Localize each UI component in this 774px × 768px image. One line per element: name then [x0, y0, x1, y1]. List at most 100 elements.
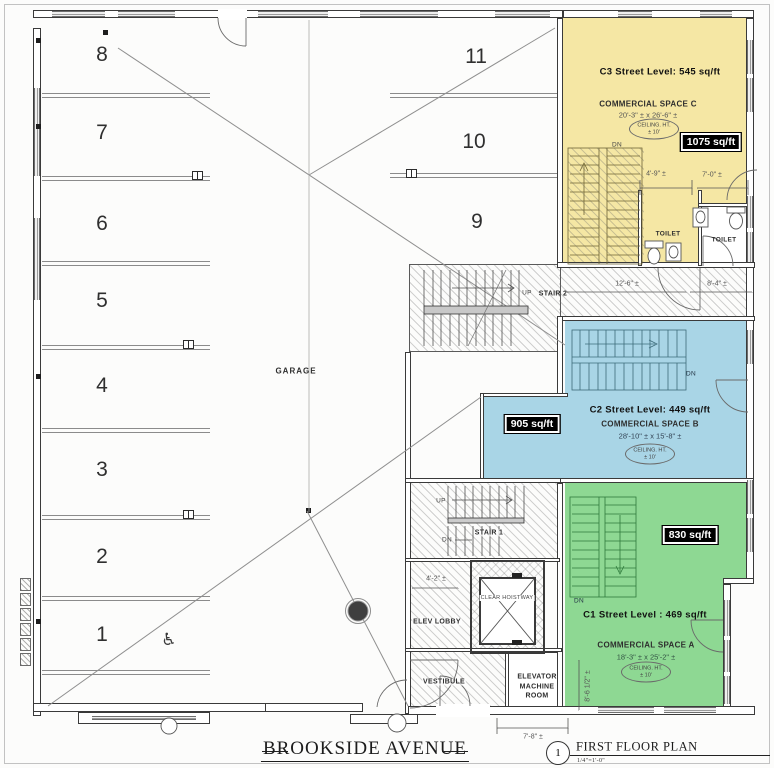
c2-name: COMMERCIAL SPACE B [601, 419, 699, 429]
dim-4-9: 4'-9" ± [646, 170, 666, 178]
window [724, 600, 730, 636]
parking-divider [42, 176, 210, 181]
wall [723, 578, 754, 584]
machine-room-label: MACHINE [519, 683, 555, 691]
drawing-scale: 1/4"=1'-0" [577, 758, 606, 764]
up-label: UP [436, 497, 446, 505]
c1-dims: 18'-3" ± x 25'-2" ± [616, 652, 676, 662]
parking-space-number: 5 [96, 289, 108, 312]
dim-12-6: 12'-6" ± [615, 280, 639, 288]
dim-8-4: 8'-4" ± [707, 280, 727, 288]
window [34, 218, 40, 300]
stair1-area [409, 480, 560, 560]
parking-divider [42, 93, 210, 98]
c3-title: C3 Street Level: 545 sq/ft [599, 66, 721, 78]
wall [405, 352, 411, 714]
drawing-title: FIRST FLOOR PLAN [576, 739, 698, 754]
wall [557, 18, 563, 264]
wall [480, 393, 568, 397]
parking-divider [42, 261, 210, 266]
wall [33, 28, 41, 716]
wall [557, 483, 563, 714]
dn-label: DN [574, 597, 584, 605]
divider-clip [406, 169, 417, 178]
window [598, 707, 654, 713]
wall [563, 10, 754, 18]
window [724, 640, 730, 672]
column-marker [103, 30, 108, 35]
dim-8-6-half: 8'-6 1/2" ± [584, 670, 592, 702]
column-marker [36, 38, 41, 43]
parking-space-number: 3 [96, 458, 108, 481]
stair1-label: STAIR 1 [473, 529, 505, 537]
yellow-stair-hatch [568, 148, 644, 264]
divider-clip [183, 340, 194, 349]
garage-label: GARAGE [275, 366, 317, 376]
dim-7-8: 7'-8" ± [523, 733, 543, 741]
parking-space-number: 2 [96, 545, 108, 568]
c3-dims: 20'-3" ± x 26'-6" ± [618, 110, 678, 120]
window [34, 88, 40, 176]
parking-divider [42, 670, 210, 675]
parking-divider [42, 345, 210, 350]
machine-room-label: ROOM [525, 692, 549, 700]
c2-dims: 28'-10" ± x 15'-8" ± [618, 431, 682, 441]
detail-number: 1 [555, 747, 561, 759]
c2-ceiling-note: CEILING. HT. ± 10' [625, 443, 675, 465]
dim-4-2: 4'-2" ± [426, 575, 446, 583]
wall [557, 262, 755, 268]
wall [480, 393, 484, 482]
ceiling-line2: ± 10' [648, 129, 660, 135]
street-name: BROOKSIDE AVENUE [260, 738, 470, 762]
c1-name: COMMERCIAL SPACE A [597, 640, 695, 650]
parking-space-number: 8 [96, 43, 108, 66]
divider-clip [183, 510, 194, 519]
window [724, 676, 730, 704]
window [360, 11, 438, 17]
window [747, 40, 753, 74]
dn-label: DN [612, 141, 622, 149]
window [92, 716, 196, 720]
ceiling-line1: CEILING. HT. [629, 665, 663, 672]
exterior-vent [20, 608, 31, 621]
window [618, 11, 652, 17]
toilet-b-label: TOILET [711, 236, 737, 244]
exterior-vent [20, 623, 31, 636]
parking-space-number: 11 [465, 45, 487, 68]
parking-space-number: 4 [96, 374, 108, 397]
door-opening [436, 704, 490, 717]
dn-label: DN [442, 536, 452, 544]
dn-label: DN [686, 370, 696, 378]
parking-space-number: 6 [96, 212, 108, 235]
c2-title: C2 Street Level: 449 sq/ft [589, 404, 711, 416]
wall [557, 316, 755, 321]
stair2-label: STAIR 2 [538, 290, 568, 298]
window [495, 11, 550, 17]
dim-7-0: 7'-0" ± [702, 171, 722, 179]
corridor-area [559, 268, 746, 318]
window [747, 196, 753, 228]
column-marker [36, 124, 41, 129]
window [747, 78, 753, 112]
wall [408, 706, 755, 715]
street-dash [442, 751, 468, 752]
window [664, 707, 716, 713]
window [747, 232, 753, 262]
wall [350, 714, 418, 724]
column-marker [306, 508, 311, 513]
ceiling-line1: CEILING. HT. [637, 122, 671, 129]
up-label: UP [522, 289, 532, 297]
exterior-vent [20, 653, 31, 666]
title-underline [570, 755, 770, 756]
c1-ceiling-note: CEILING. HT. ± 10' [621, 661, 671, 683]
door-opening [218, 9, 247, 20]
parking-space-number: 7 [96, 121, 108, 144]
wall [505, 652, 509, 712]
sheet-border [4, 4, 770, 764]
window [747, 480, 753, 514]
toilet-a-label: TOILET [655, 230, 681, 238]
elev-lobby-area [409, 560, 472, 652]
exterior-vent [20, 593, 31, 606]
exterior-vent [20, 578, 31, 591]
